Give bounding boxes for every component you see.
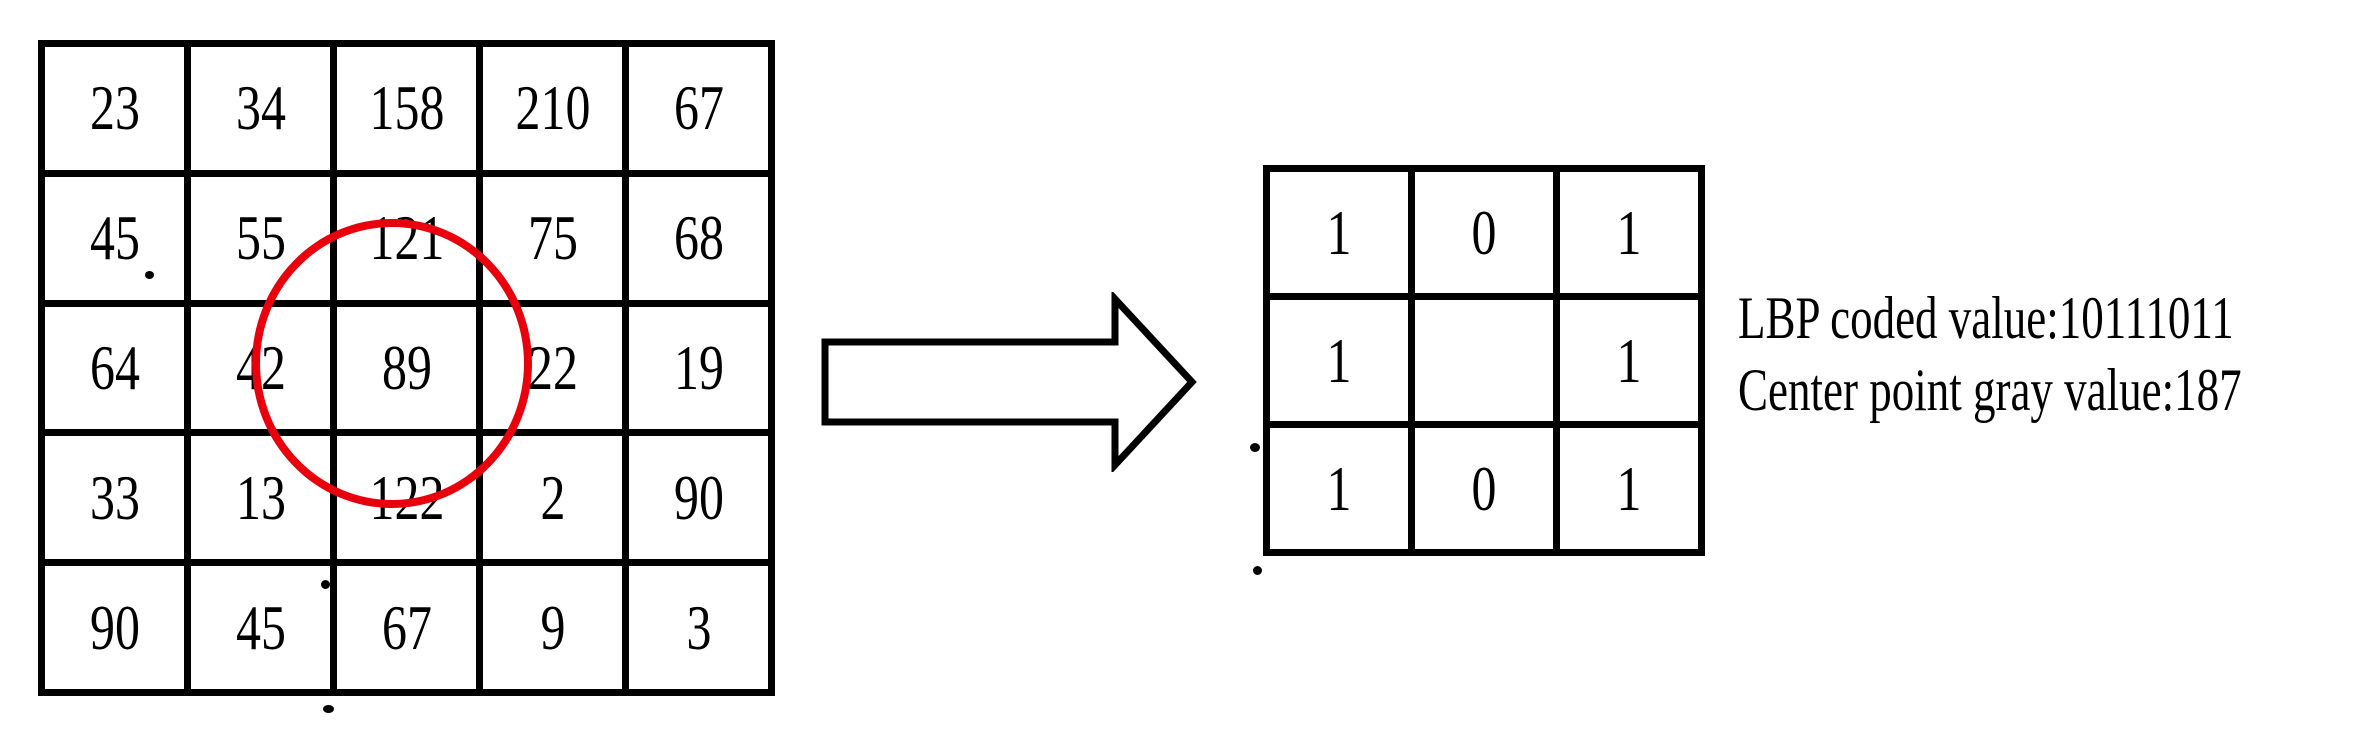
- pixel-cell: 67: [337, 566, 476, 689]
- pixel-cell: 75: [483, 176, 622, 300]
- ink-speck: [145, 271, 154, 279]
- pixel-value: 90: [89, 591, 140, 663]
- binary-cell: 1: [1270, 428, 1408, 549]
- ink-speck: [323, 705, 334, 713]
- right-arrow-icon: [818, 290, 1200, 474]
- pixel-cell: 64: [45, 306, 184, 430]
- binary-value: 1: [1326, 196, 1352, 268]
- lbp-binary-grid: 1 0 1 1 1 1 0 1: [1263, 165, 1705, 556]
- pixel-value: 34: [235, 72, 286, 144]
- pixel-cell: 19: [629, 306, 768, 430]
- pixel-cell: 34: [191, 47, 330, 170]
- pixel-value: 68: [673, 202, 724, 274]
- pixel-value: 19: [673, 331, 724, 403]
- pixel-cell: 45: [45, 176, 184, 300]
- pixel-value: 64: [89, 331, 140, 403]
- pixel-cell: 67: [629, 47, 768, 170]
- pixel-value: 2: [540, 461, 565, 533]
- pixel-cell: 210: [483, 47, 622, 170]
- pixel-value: 210: [515, 72, 590, 144]
- pixel-value: 13: [235, 461, 286, 533]
- pixel-cell: 45: [191, 566, 330, 689]
- pixel-value: 158: [369, 72, 444, 144]
- pixel-value: 3: [686, 591, 711, 663]
- pixel-value: 45: [235, 591, 286, 663]
- binary-cell: 1: [1270, 300, 1408, 421]
- pixel-cell: 9: [483, 566, 622, 689]
- binary-cell: 0: [1415, 428, 1553, 549]
- binary-value: 1: [1326, 324, 1352, 396]
- ink-speck: [321, 580, 330, 589]
- pixel-value: 45: [89, 202, 140, 274]
- binary-value: 1: [1326, 452, 1352, 524]
- pixel-cell: 90: [45, 566, 184, 689]
- binary-cell: 1: [1560, 428, 1698, 549]
- binary-value: 1: [1616, 324, 1642, 396]
- binary-value: 0: [1471, 196, 1497, 268]
- binary-cell: 1: [1560, 300, 1698, 421]
- pixel-cell: 158: [337, 47, 476, 170]
- pixel-cell: 2: [483, 436, 622, 560]
- binary-value: 0: [1471, 452, 1497, 524]
- ink-speck: [1253, 566, 1262, 575]
- lbp-coded-value-label: LBP coded value:10111011: [1738, 285, 2234, 351]
- pixel-value-grid: 23 34 158 210 67 45 55 121 75 68 64 42 8…: [38, 40, 775, 696]
- pixel-cell: 23: [45, 47, 184, 170]
- pixel-value: 90: [673, 461, 724, 533]
- binary-cell: 1: [1560, 172, 1698, 293]
- pixel-value: 23: [89, 72, 140, 144]
- pixel-value: 22: [527, 331, 578, 403]
- caption-text-block: LBP coded value:10111011 Center point gr…: [1738, 282, 2242, 426]
- binary-cell-center-empty: [1415, 300, 1553, 421]
- pixel-value: 67: [381, 591, 432, 663]
- binary-value: 1: [1616, 452, 1642, 524]
- binary-value: 1: [1616, 196, 1642, 268]
- pixel-value: 33: [89, 461, 140, 533]
- pixel-value: 9: [540, 591, 565, 663]
- pixel-cell: 33: [45, 436, 184, 560]
- pixel-cell: 90: [629, 436, 768, 560]
- binary-cell: 1: [1270, 172, 1408, 293]
- red-circle-highlight: [252, 219, 532, 508]
- pixel-cell: 68: [629, 176, 768, 300]
- pixel-value: 75: [527, 202, 578, 274]
- pixel-cell: 3: [629, 566, 768, 689]
- pixel-value: 67: [673, 72, 724, 144]
- ink-speck: [1250, 443, 1260, 452]
- center-gray-value-label: Center point gray value:187: [1738, 357, 2242, 423]
- binary-cell: 0: [1415, 172, 1553, 293]
- pixel-value: 55: [235, 202, 286, 274]
